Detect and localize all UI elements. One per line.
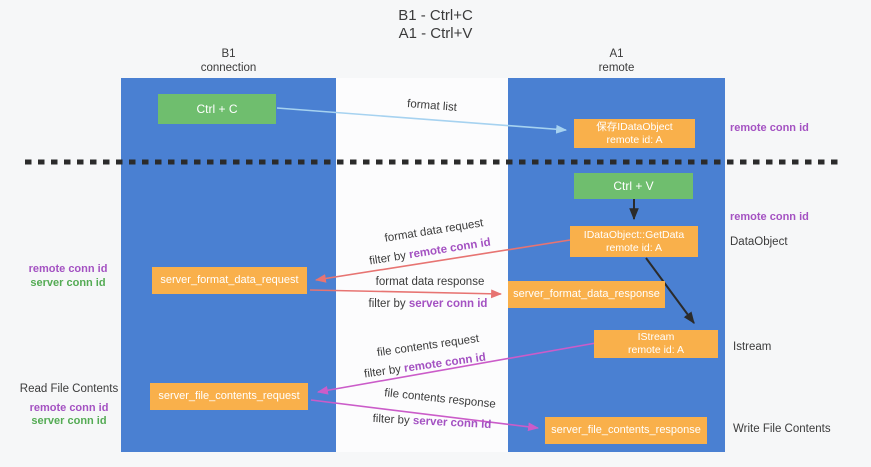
label-format-data-response-text: format data response — [375, 276, 485, 288]
label-left-server-conn-id-2: server conn id — [31, 415, 107, 427]
diagram-title: B1 - Ctrl+C A1 - Ctrl+V — [0, 7, 871, 43]
node-save-idataobject-line2: remote id: A — [606, 133, 663, 146]
title-line-1: B1 - Ctrl+C — [398, 7, 473, 24]
node-save-idataobject-line1: 保存IDataObject — [596, 121, 673, 133]
label-istream: Istream — [733, 341, 772, 353]
label-remote-conn-id-saved: remote conn id — [730, 122, 809, 134]
node-server-file-contents-request: server_file_contents_request — [150, 383, 308, 410]
filter-prefix: filter by — [368, 298, 409, 310]
node-server-format-data-response-label: server_format_data_response — [513, 288, 660, 300]
node-ctrl-v-label: Ctrl + V — [613, 178, 654, 193]
label-left-server-conn-id: server conn id — [30, 276, 106, 289]
node-istream: IStream remote id: A — [594, 330, 718, 358]
node-server-format-data-request-label: server_format_data_request — [160, 274, 299, 286]
node-ctrl-c: Ctrl + C — [158, 94, 276, 124]
label-filter-by-server-conn-id-format: filter by server conn id — [369, 298, 488, 310]
label-remote-conn-id-paste: remote conn id — [730, 211, 809, 223]
lane-b1-name: B1 — [221, 48, 236, 60]
node-idataobject-getdata-line2: remote id: A — [605, 241, 663, 254]
node-istream-line1: IStream — [637, 331, 675, 343]
label-format-data-response: format data response — [376, 276, 485, 288]
lane-a1-header: A1 remote — [508, 47, 725, 75]
filter-key-server-conn-id: server conn id — [408, 298, 488, 310]
node-server-format-data-response: server_format_data_response — [508, 281, 665, 308]
lane-b1-header: B1 connection — [121, 47, 336, 75]
filter-prefix: filter by — [372, 412, 414, 427]
title-line-2: A1 - Ctrl+V — [398, 25, 473, 42]
read-file-contents-block: Read File Contents remote conn id server… — [18, 383, 120, 429]
node-istream-line2: remote id: A — [627, 344, 685, 356]
node-ctrl-c-label: Ctrl + C — [196, 101, 238, 116]
node-server-file-contents-response-label: server_file_contents_response — [551, 424, 701, 436]
node-ctrl-v: Ctrl + V — [574, 173, 693, 199]
left-conn-id-block: remote conn id server conn id — [18, 263, 118, 290]
node-save-idataobject: 保存IDataObject remote id: A — [574, 119, 695, 148]
node-server-file-contents-response: server_file_contents_response — [545, 417, 707, 444]
node-server-format-data-request: server_format_data_request — [152, 267, 307, 294]
label-write-file-contents: Write File Contents — [733, 423, 831, 435]
label-left-remote-conn-id-2: remote conn id — [29, 401, 109, 414]
label-left-remote-conn-id: remote conn id — [28, 263, 108, 275]
lane-a1-role: remote — [598, 62, 635, 74]
label-read-file-contents: Read File Contents — [19, 383, 119, 395]
lane-b1-role: connection — [200, 62, 257, 74]
label-dataobject: DataObject — [730, 236, 788, 248]
lane-a1-name: A1 — [609, 48, 624, 60]
node-server-file-contents-request-label: server_file_contents_request — [158, 390, 300, 402]
node-idataobject-getdata-line1: IDataObject::GetData — [583, 228, 685, 241]
node-idataobject-getdata: IDataObject::GetData remote id: A — [570, 226, 698, 257]
